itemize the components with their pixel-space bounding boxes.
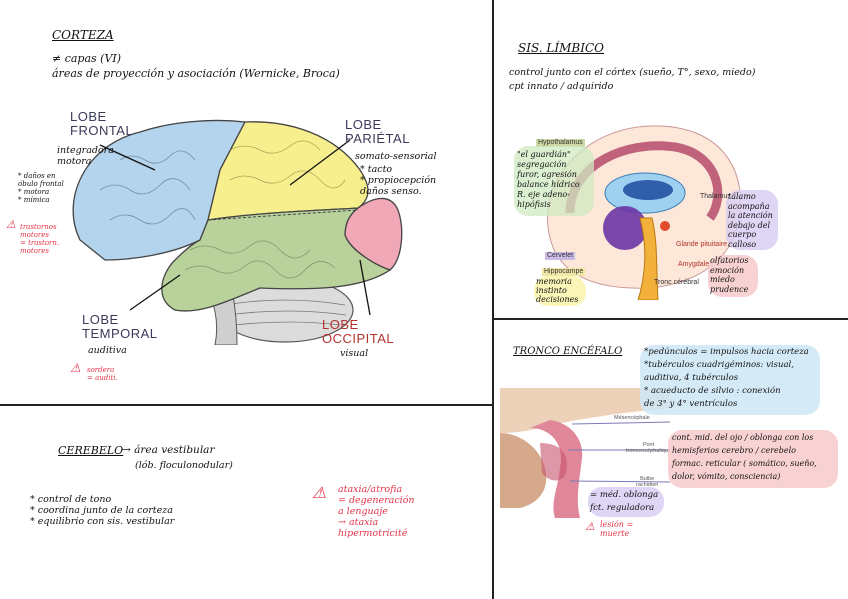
amigdala-highlight xyxy=(708,255,758,297)
cerebelo-warning-note: ataxia/atrofia = degeneración a lenguaje… xyxy=(338,484,415,539)
cerebelo-subtitle: (lób. floculonodular) xyxy=(135,460,233,471)
purple-highlight xyxy=(588,487,664,517)
right-horizontal-divider xyxy=(492,318,848,320)
memory-highlight xyxy=(534,276,586,306)
limbic-system-illustration xyxy=(547,125,742,300)
amigdala-note: olfatorios emoción miedo prudence xyxy=(710,256,749,294)
corteza-title: CORTEZA xyxy=(52,28,114,42)
vertical-divider xyxy=(492,0,494,599)
thalamus-label: Thalamus xyxy=(700,193,731,200)
tronco-purple-note: = méd. oblonga fct. reguladora xyxy=(590,490,659,513)
frontal-lobe-shape xyxy=(72,119,247,261)
list-item: * coordina junto de la corteza xyxy=(30,505,173,516)
cerebelo-arrow-note: → área vestibular xyxy=(122,444,215,456)
parietal-note: somato-sensorial xyxy=(355,151,437,162)
frontal-warning-note: trastornos motores = trastorn. motores xyxy=(20,223,60,255)
tronco-pink-note: cont. mid. del ojo / oblonga con los hem… xyxy=(672,433,817,481)
frontal-lobe-label: LOBE FRONTAL xyxy=(70,109,134,138)
cervelet-label: Cervelet xyxy=(545,252,576,260)
hypo-note: "el guardián" segregación furor, agresió… xyxy=(517,150,580,209)
parietal-list: * tacto * propiocepción daños senso. xyxy=(360,164,437,197)
limbico-line-1: control junto con el córtex (sueño, T°, … xyxy=(509,67,756,78)
temporal-lobe-shape xyxy=(161,207,392,312)
temporal-warning-note: sordera = auditi. xyxy=(87,366,118,382)
hypothalamus-label: Hypothalamus xyxy=(536,139,585,147)
cerebelo-list: * control de tono * coordina junto de la… xyxy=(30,494,174,527)
frontal-side-note: * daños en óbulo frontal * motora * mími… xyxy=(18,172,64,204)
cerebelo-title: CEREBELO xyxy=(58,444,124,457)
glande-label: Glande pituitaire xyxy=(676,241,727,248)
mesencephale-label: Mésencéphale xyxy=(614,415,650,421)
tronco-warning-note: lesión = muerte xyxy=(600,520,634,538)
cerebelo-warning-icon: ⚠ xyxy=(312,483,327,502)
hypo-highlight xyxy=(514,146,594,216)
temporal-note: auditiva xyxy=(88,345,127,356)
talamo-note: tálamo acompaña la atención debajo del c… xyxy=(728,192,773,249)
tronco-blue-note: *pedúnculos = impulsos hacia corteza *tu… xyxy=(644,347,809,409)
occipital-note: visual xyxy=(340,348,369,359)
corteza-line-2: áreas de proyección y asociación (Wernic… xyxy=(52,67,340,80)
tronco-warning-icon: ⚠ xyxy=(585,520,595,533)
list-item: * equilibrio con sis. vestibular xyxy=(30,516,175,527)
amygdale-label: Amygdale xyxy=(678,261,710,268)
limbico-title: SIS. LÍMBICO xyxy=(518,41,604,55)
list-item: * control de tono xyxy=(30,494,112,505)
pink-highlight xyxy=(668,430,838,488)
tronco-title: TRONCO ENCÉFALO xyxy=(513,346,623,357)
limbico-line-2: cpt innato / adquirido xyxy=(509,81,614,92)
brain-lobes-illustration xyxy=(72,119,403,345)
brainstem-illustration xyxy=(500,388,670,518)
temporal-warning-icon: ⚠ xyxy=(70,361,81,375)
frontal-warning-icon: ⚠ xyxy=(6,218,16,231)
blue-highlight xyxy=(640,345,820,415)
pont-label: Pont troncencéphalique xyxy=(626,442,671,454)
temporal-lobe-label: LOBE TEMPORAL xyxy=(82,312,158,341)
left-horizontal-divider xyxy=(0,404,492,406)
occipital-lobe-label: LOBE OCCIPITAL xyxy=(322,317,395,346)
bulbe-label: Bulbe rachidien xyxy=(636,476,659,488)
talamo-highlight xyxy=(726,190,778,250)
frontal-note: integradora motora xyxy=(57,145,114,167)
memory-note: memoria instinto decisiones xyxy=(536,277,579,304)
tronc-label: Tronc cérébral xyxy=(654,279,699,286)
hippocampe-label: Hippocampe xyxy=(542,268,586,276)
parietal-lobe-label: LOBE PARIÉTAL xyxy=(345,117,410,146)
corteza-line-1: ≠ capas (VI) xyxy=(52,52,122,65)
